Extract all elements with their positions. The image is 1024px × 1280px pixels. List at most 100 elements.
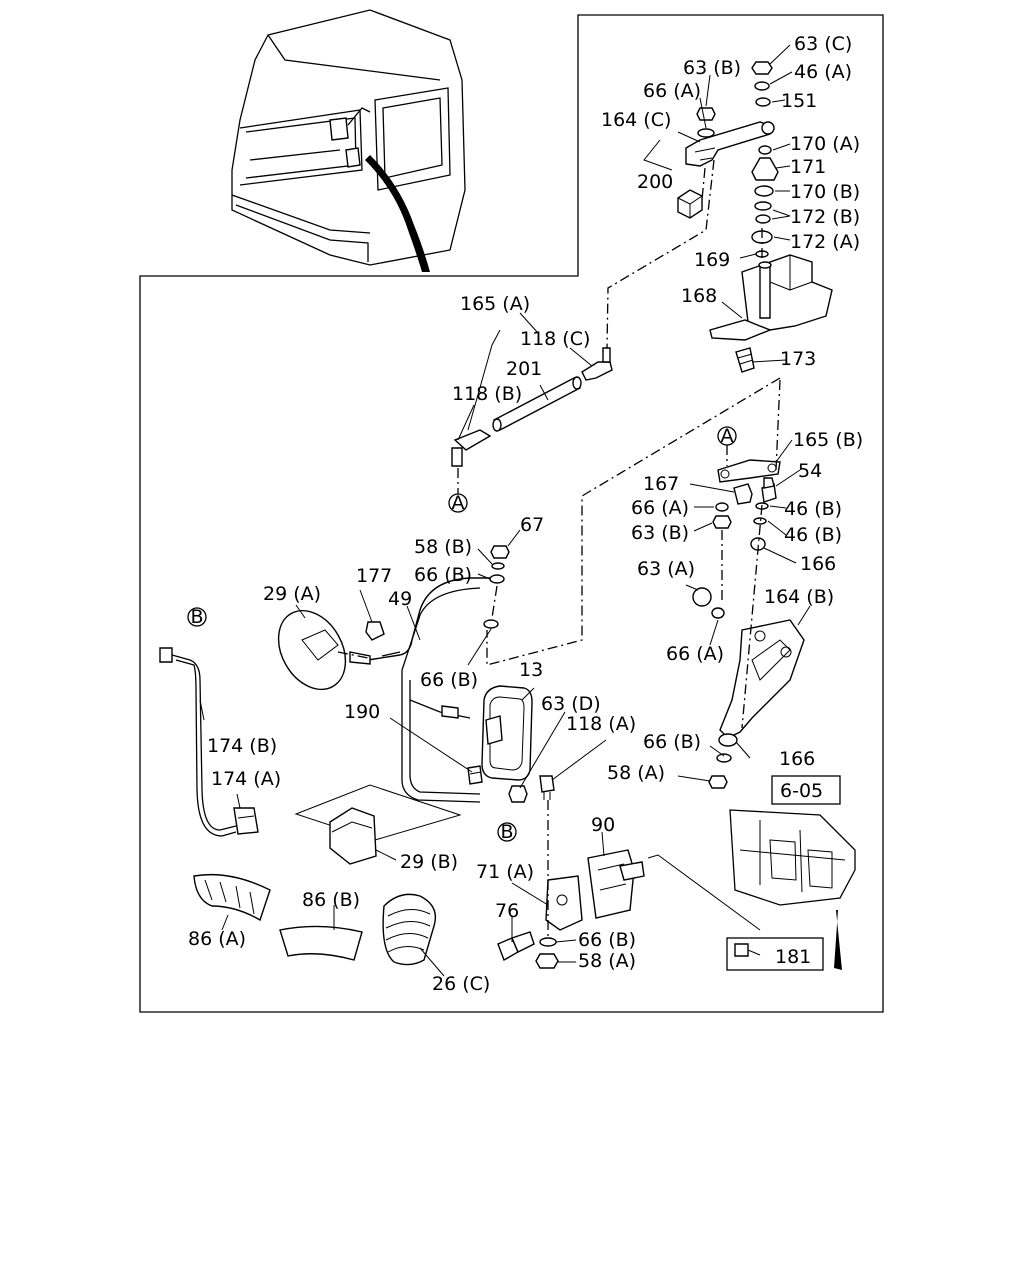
ref-a-label: A bbox=[452, 492, 465, 514]
label-177: 177 bbox=[356, 565, 392, 587]
harness-174b bbox=[159, 647, 237, 837]
label-67: 67 bbox=[520, 514, 544, 536]
bolt-190 bbox=[467, 765, 483, 785]
ball-joint-118c bbox=[581, 347, 613, 381]
mirror-stay-bracket-164c bbox=[685, 121, 775, 167]
label-63c: 63 (C) bbox=[794, 33, 852, 55]
label-166-top: 166 bbox=[800, 553, 836, 575]
label-76: 76 bbox=[495, 900, 519, 922]
connection-line bbox=[337, 651, 369, 659]
clip-167 bbox=[733, 483, 753, 505]
part-181-box bbox=[726, 937, 824, 971]
label-66b-2: 66 (B) bbox=[420, 669, 478, 691]
washer-66a-mid bbox=[715, 502, 729, 512]
label-118a: 118 (A) bbox=[566, 713, 636, 735]
washer-66b-2 bbox=[483, 619, 499, 629]
nut-63d bbox=[508, 785, 528, 803]
label-71a: 71 (A) bbox=[476, 861, 534, 883]
bracket-29b bbox=[294, 784, 462, 865]
label-66b-1: 66 (B) bbox=[414, 564, 472, 586]
label-58a-1: 58 (A) bbox=[607, 762, 665, 784]
label-66a-top: 66 (A) bbox=[643, 80, 701, 102]
washer-172b-2 bbox=[755, 214, 771, 224]
label-63a: 63 (A) bbox=[637, 558, 695, 580]
washer-66a-top bbox=[697, 128, 715, 138]
cap-200 bbox=[677, 189, 703, 219]
label-164c: 164 (C) bbox=[601, 109, 671, 131]
washer-151 bbox=[755, 97, 771, 107]
leader-lines bbox=[199, 44, 811, 977]
label-171: 171 bbox=[790, 156, 826, 178]
label-26c: 26 (C) bbox=[432, 973, 490, 995]
connection-line bbox=[741, 504, 763, 729]
label-90: 90 bbox=[591, 814, 615, 836]
label-46b-2: 46 (B) bbox=[784, 524, 842, 546]
connection-line bbox=[701, 167, 706, 201]
connection-line bbox=[486, 377, 781, 666]
label-169: 169 bbox=[694, 249, 730, 271]
ref-b-label: B bbox=[190, 606, 203, 628]
washer-172b bbox=[754, 201, 772, 211]
nut-63a bbox=[692, 587, 712, 607]
connection-line bbox=[647, 854, 761, 931]
section-ref-box bbox=[771, 775, 841, 805]
bracket-71a bbox=[545, 875, 583, 931]
bracket-164b bbox=[719, 619, 805, 739]
grommet-181 bbox=[734, 943, 749, 957]
label-63b-mid: 63 (B) bbox=[631, 522, 689, 544]
ref-b-label: B bbox=[500, 821, 513, 843]
garnish-86b bbox=[279, 925, 363, 961]
connector-174a bbox=[233, 807, 259, 835]
washer-170a bbox=[758, 145, 772, 155]
bolt-76 bbox=[497, 931, 535, 962]
label-170b: 170 (B) bbox=[790, 181, 860, 203]
label-151: 151 bbox=[781, 90, 817, 112]
label-118b: 118 (B) bbox=[452, 383, 522, 405]
nut-63b-mid bbox=[712, 515, 732, 529]
label-166-low: 166 bbox=[779, 748, 815, 770]
washer-58b bbox=[491, 562, 505, 570]
label-46b-1: 46 (B) bbox=[784, 498, 842, 520]
bolt-54 bbox=[761, 477, 777, 503]
label-46a: 46 (A) bbox=[794, 61, 852, 83]
label-13: 13 bbox=[519, 659, 543, 681]
label-66b-4: 66 (B) bbox=[578, 929, 636, 951]
ref-circle-b-stay: B bbox=[497, 821, 517, 843]
body-panel bbox=[729, 809, 856, 970]
label-174a: 174 (A) bbox=[211, 768, 281, 790]
bush-166-low bbox=[718, 733, 738, 747]
washer-66b-4 bbox=[539, 937, 557, 947]
label-164b: 164 (B) bbox=[764, 586, 834, 608]
label-168: 168 bbox=[681, 285, 717, 307]
ref-circle-a-bracket: A bbox=[717, 425, 737, 447]
label-49: 49 bbox=[388, 588, 412, 610]
washer-66b-3 bbox=[716, 753, 732, 763]
label-58b: 58 (B) bbox=[414, 536, 472, 558]
label-201: 201 bbox=[506, 358, 542, 380]
label-200: 200 bbox=[637, 171, 673, 193]
mirror-base-168 bbox=[709, 254, 833, 341]
washer-66a-low bbox=[711, 607, 725, 619]
nut-58a-2 bbox=[535, 953, 559, 969]
label-118c: 118 (C) bbox=[520, 328, 590, 350]
label-190: 190 bbox=[344, 701, 380, 723]
section-ref-6-05: 6-05 bbox=[780, 780, 823, 802]
label-86b: 86 (B) bbox=[302, 889, 360, 911]
nut-63b-top bbox=[696, 107, 716, 121]
label-181: 181 bbox=[775, 946, 811, 968]
label-63b-top: 63 (B) bbox=[683, 57, 741, 79]
rubber-bush-171 bbox=[751, 157, 779, 181]
mirror-stay-49 bbox=[367, 577, 490, 803]
bolt-118a bbox=[539, 775, 555, 800]
nut-67 bbox=[490, 545, 510, 559]
label-165b: 165 (B) bbox=[793, 429, 863, 451]
label-172b: 172 (B) bbox=[790, 206, 860, 228]
ref-circle-a-rod: A bbox=[448, 492, 468, 514]
washer-170b bbox=[754, 185, 774, 197]
garnish-86a bbox=[193, 873, 271, 922]
label-66a-mid: 66 (A) bbox=[631, 497, 689, 519]
nut-63c bbox=[751, 61, 773, 75]
label-58a-2: 58 (A) bbox=[578, 950, 636, 972]
mirror-29a bbox=[277, 609, 371, 691]
